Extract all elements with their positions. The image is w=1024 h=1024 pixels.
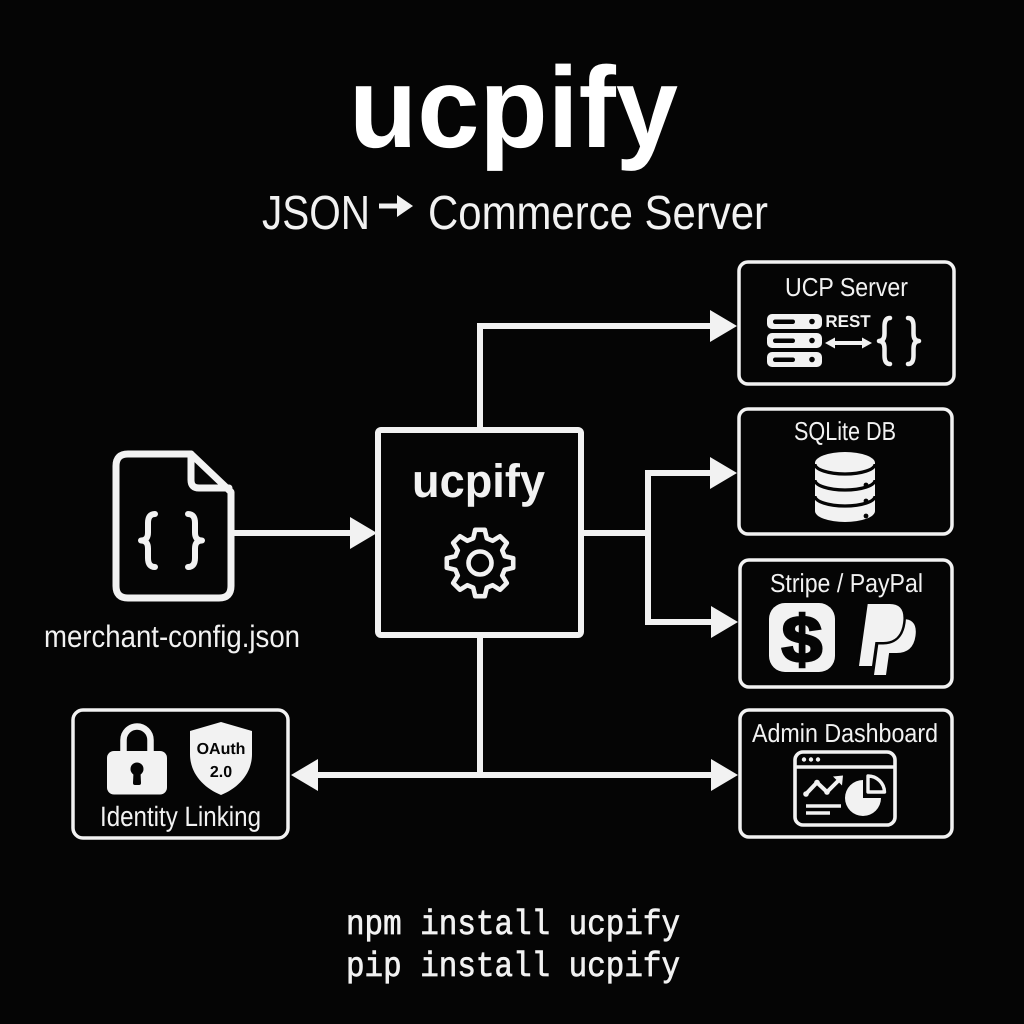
svg-text:Stripe / PayPal: Stripe / PayPal [770,568,923,598]
svg-text:JSON: JSON [262,187,370,240]
svg-text:Commerce Server: Commerce Server [428,187,768,240]
svg-text:UCP Server: UCP Server [785,272,908,302]
svg-text:pip install ucpify: pip install ucpify [346,947,680,987]
svg-text:merchant-config.json: merchant-config.json [44,619,300,654]
svg-text:$: $ [782,602,822,676]
svg-text:ucpify: ucpify [412,454,545,507]
svg-text:2.0: 2.0 [210,764,232,781]
svg-text:OAuth: OAuth [197,741,246,758]
svg-text:ucpify: ucpify [349,44,678,172]
svg-text:npm install ucpify: npm install ucpify [346,905,680,945]
svg-text:SQLite DB: SQLite DB [794,416,896,446]
svg-text:REST: REST [825,312,871,331]
svg-text:Admin Dashboard: Admin Dashboard [752,718,938,748]
svg-text:Identity Linking: Identity Linking [100,801,261,832]
